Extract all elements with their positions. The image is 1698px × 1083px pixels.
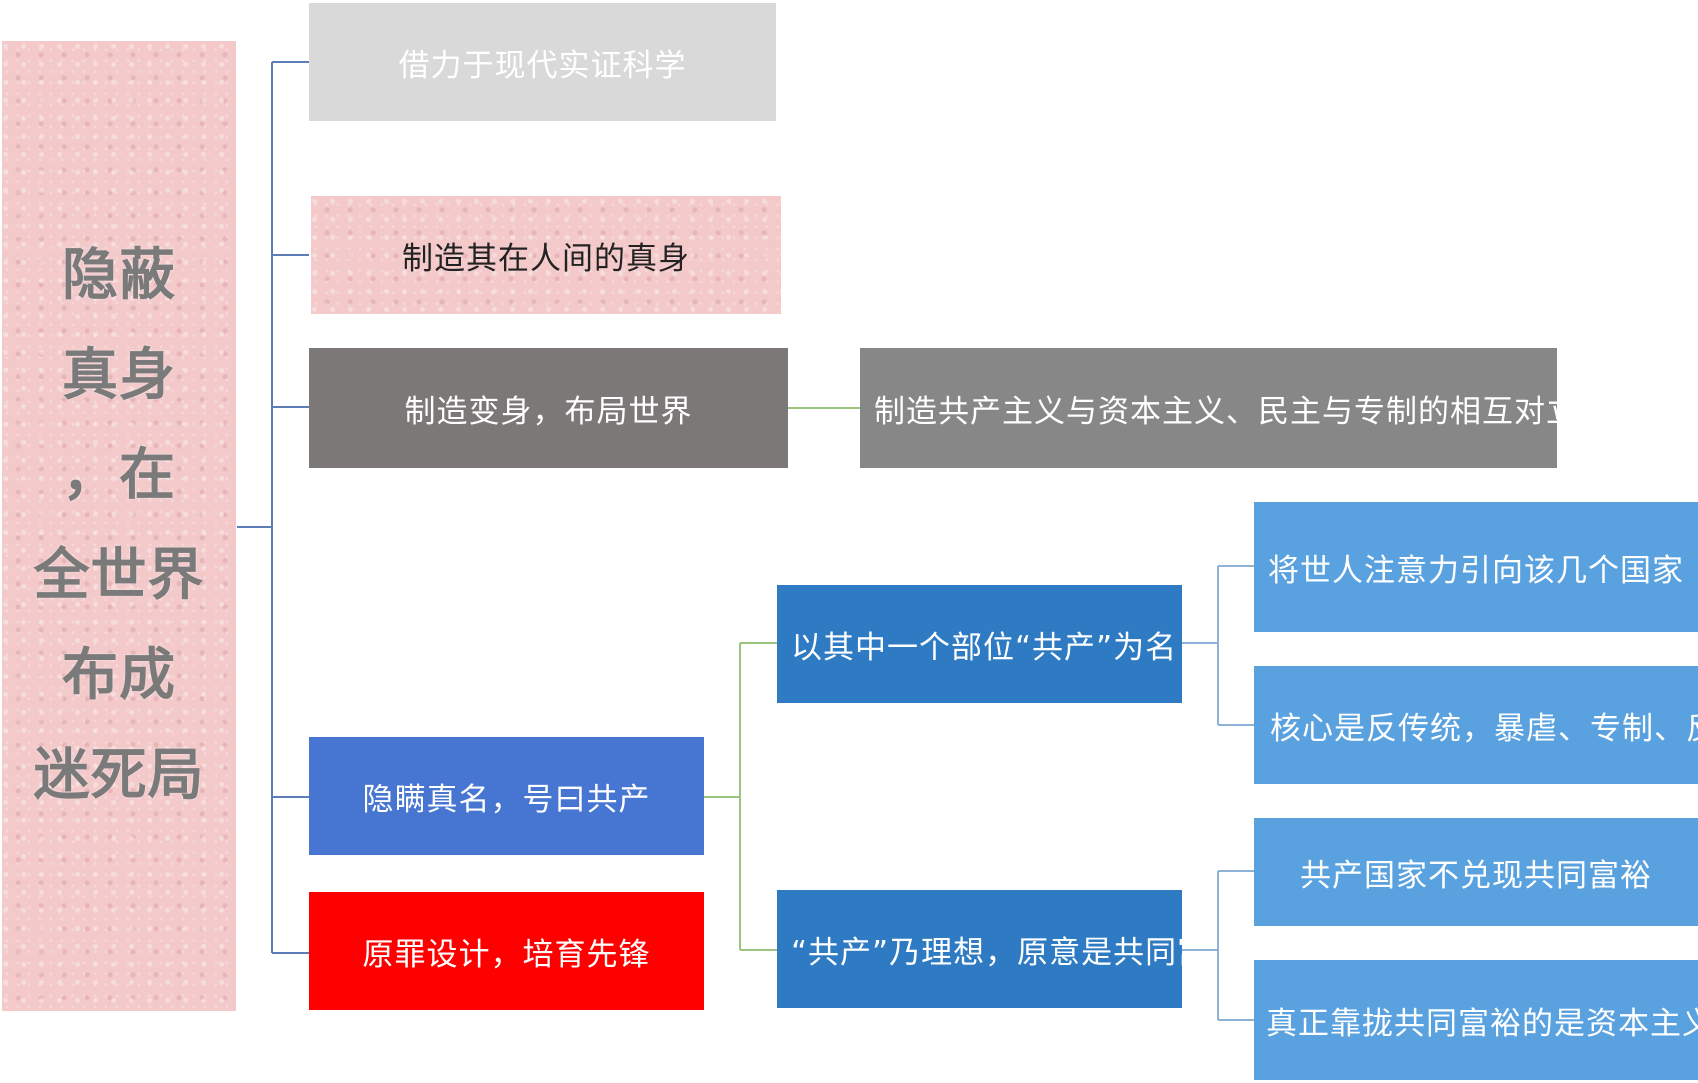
branch-label: 隐瞒真名，号曰共产 [362,781,651,818]
branch-label: 原罪设计，培育先锋 [362,936,651,973]
branch-node-science: 借力于现代实证科学 [309,3,776,121]
child-label: 制造共产主义与资本主义、民主与专制的相互对立 [874,393,1557,430]
branch-node-true-body: 制造其在人间的真身 [311,196,781,314]
branch-label: 借力于现代实证科学 [398,47,687,84]
sub-connectors [704,407,860,951]
branch-label: 制造变身，布局世界 [404,393,693,430]
root-node: 隐蔽真身，在全世界布成迷死局 [2,41,236,1011]
sub-node-part-name: 以其中一个部位“共产”为名 [777,585,1182,703]
branch-node-transform: 制造变身，布局世界 [309,348,788,468]
sub-label: “共产”乃理想，原意是共同富裕 [791,934,1182,971]
root-label: 隐蔽真身，在全世界布成迷死局 [33,243,205,808]
leaf-node-not-fulfilled: 共产国家不兑现共同富裕 [1254,818,1698,926]
leaf-node-core: 核心是反传统，暴虐、专制、反人性 [1254,666,1698,784]
leaf-label: 真正靠拢共同富裕的是资本主义国家 [1266,1005,1698,1042]
branch-node-hidden-name: 隐瞒真名，号曰共产 [309,737,704,855]
leaf-label: 核心是反传统，暴虐、专制、反人性 [1270,710,1698,747]
leaf-node-attention: 将世人注意力引向该几个国家 [1254,502,1698,632]
root-connectors [237,61,309,954]
leaf-label: 将世人注意力引向该几个国家 [1268,552,1684,589]
branch-label: 制造其在人间的真身 [402,240,690,277]
leaf-node-capitalist: 真正靠拢共同富裕的是资本主义国家 [1254,960,1698,1080]
branch-node-original-sin: 原罪设计，培育先锋 [309,892,704,1010]
child-node-opposition: 制造共产主义与资本主义、民主与专制的相互对立 [860,348,1557,468]
leaf-connectors [1182,565,1254,1021]
sub-node-ideal: “共产”乃理想，原意是共同富裕 [777,890,1182,1008]
leaf-label: 共产国家不兑现共同富裕 [1300,857,1652,894]
sub-label: 以其中一个部位“共产”为名 [791,629,1178,666]
